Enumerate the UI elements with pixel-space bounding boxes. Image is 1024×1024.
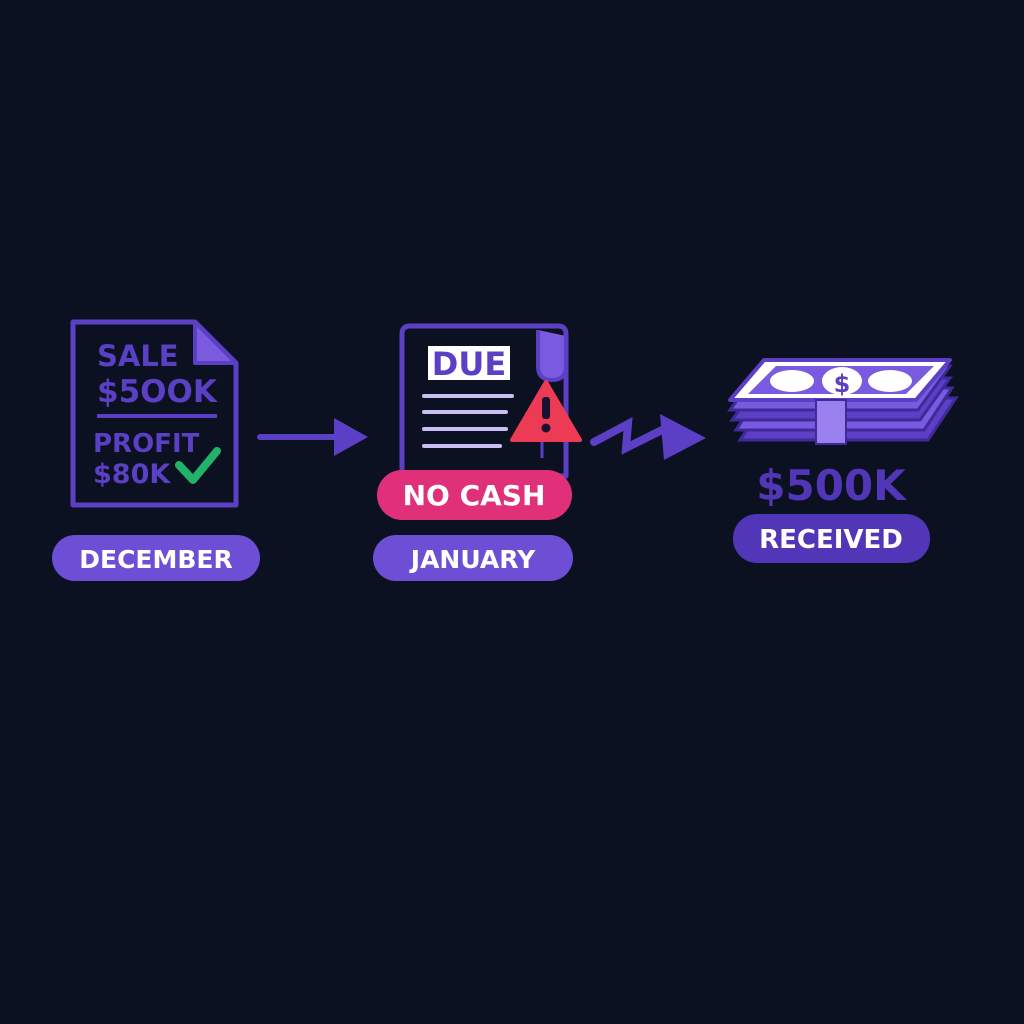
cash-stack-icon: $: [727, 358, 959, 445]
sale-label: SALE: [97, 339, 179, 373]
due-bill-icon: [399, 323, 569, 479]
january-month-label: JANUARY: [409, 545, 536, 574]
bill-symbol: $: [834, 370, 851, 398]
no-cash-pill: NO CASH: [377, 470, 572, 520]
profit-amount: $80K: [93, 459, 171, 490]
due-box: [428, 346, 510, 380]
due-label: DUE: [432, 345, 506, 383]
bill-lines: [422, 394, 514, 448]
sale-amount: $5OOK: [97, 374, 218, 410]
january-pill: JANUARY: [373, 535, 573, 581]
received-amount: $500K: [756, 461, 907, 510]
checkmark-icon: [175, 447, 221, 484]
no-cash-status: NO CASH: [403, 479, 546, 512]
december-pill: DECEMBER: [52, 535, 260, 581]
profit-label: PROFIT: [93, 429, 200, 459]
document-icon: [70, 319, 239, 508]
zigzag-arrow-icon: [590, 414, 706, 460]
arrow-right-icon: [257, 418, 368, 456]
due-bill: DUE: [399, 323, 582, 479]
received-pill: RECEIVED: [733, 514, 930, 563]
december-invoice: SALE $5OOK PROFIT $80K: [70, 319, 239, 508]
received-status: RECEIVED: [759, 525, 903, 555]
december-month-label: DECEMBER: [79, 545, 233, 574]
warning-triangle-icon: [510, 380, 582, 442]
